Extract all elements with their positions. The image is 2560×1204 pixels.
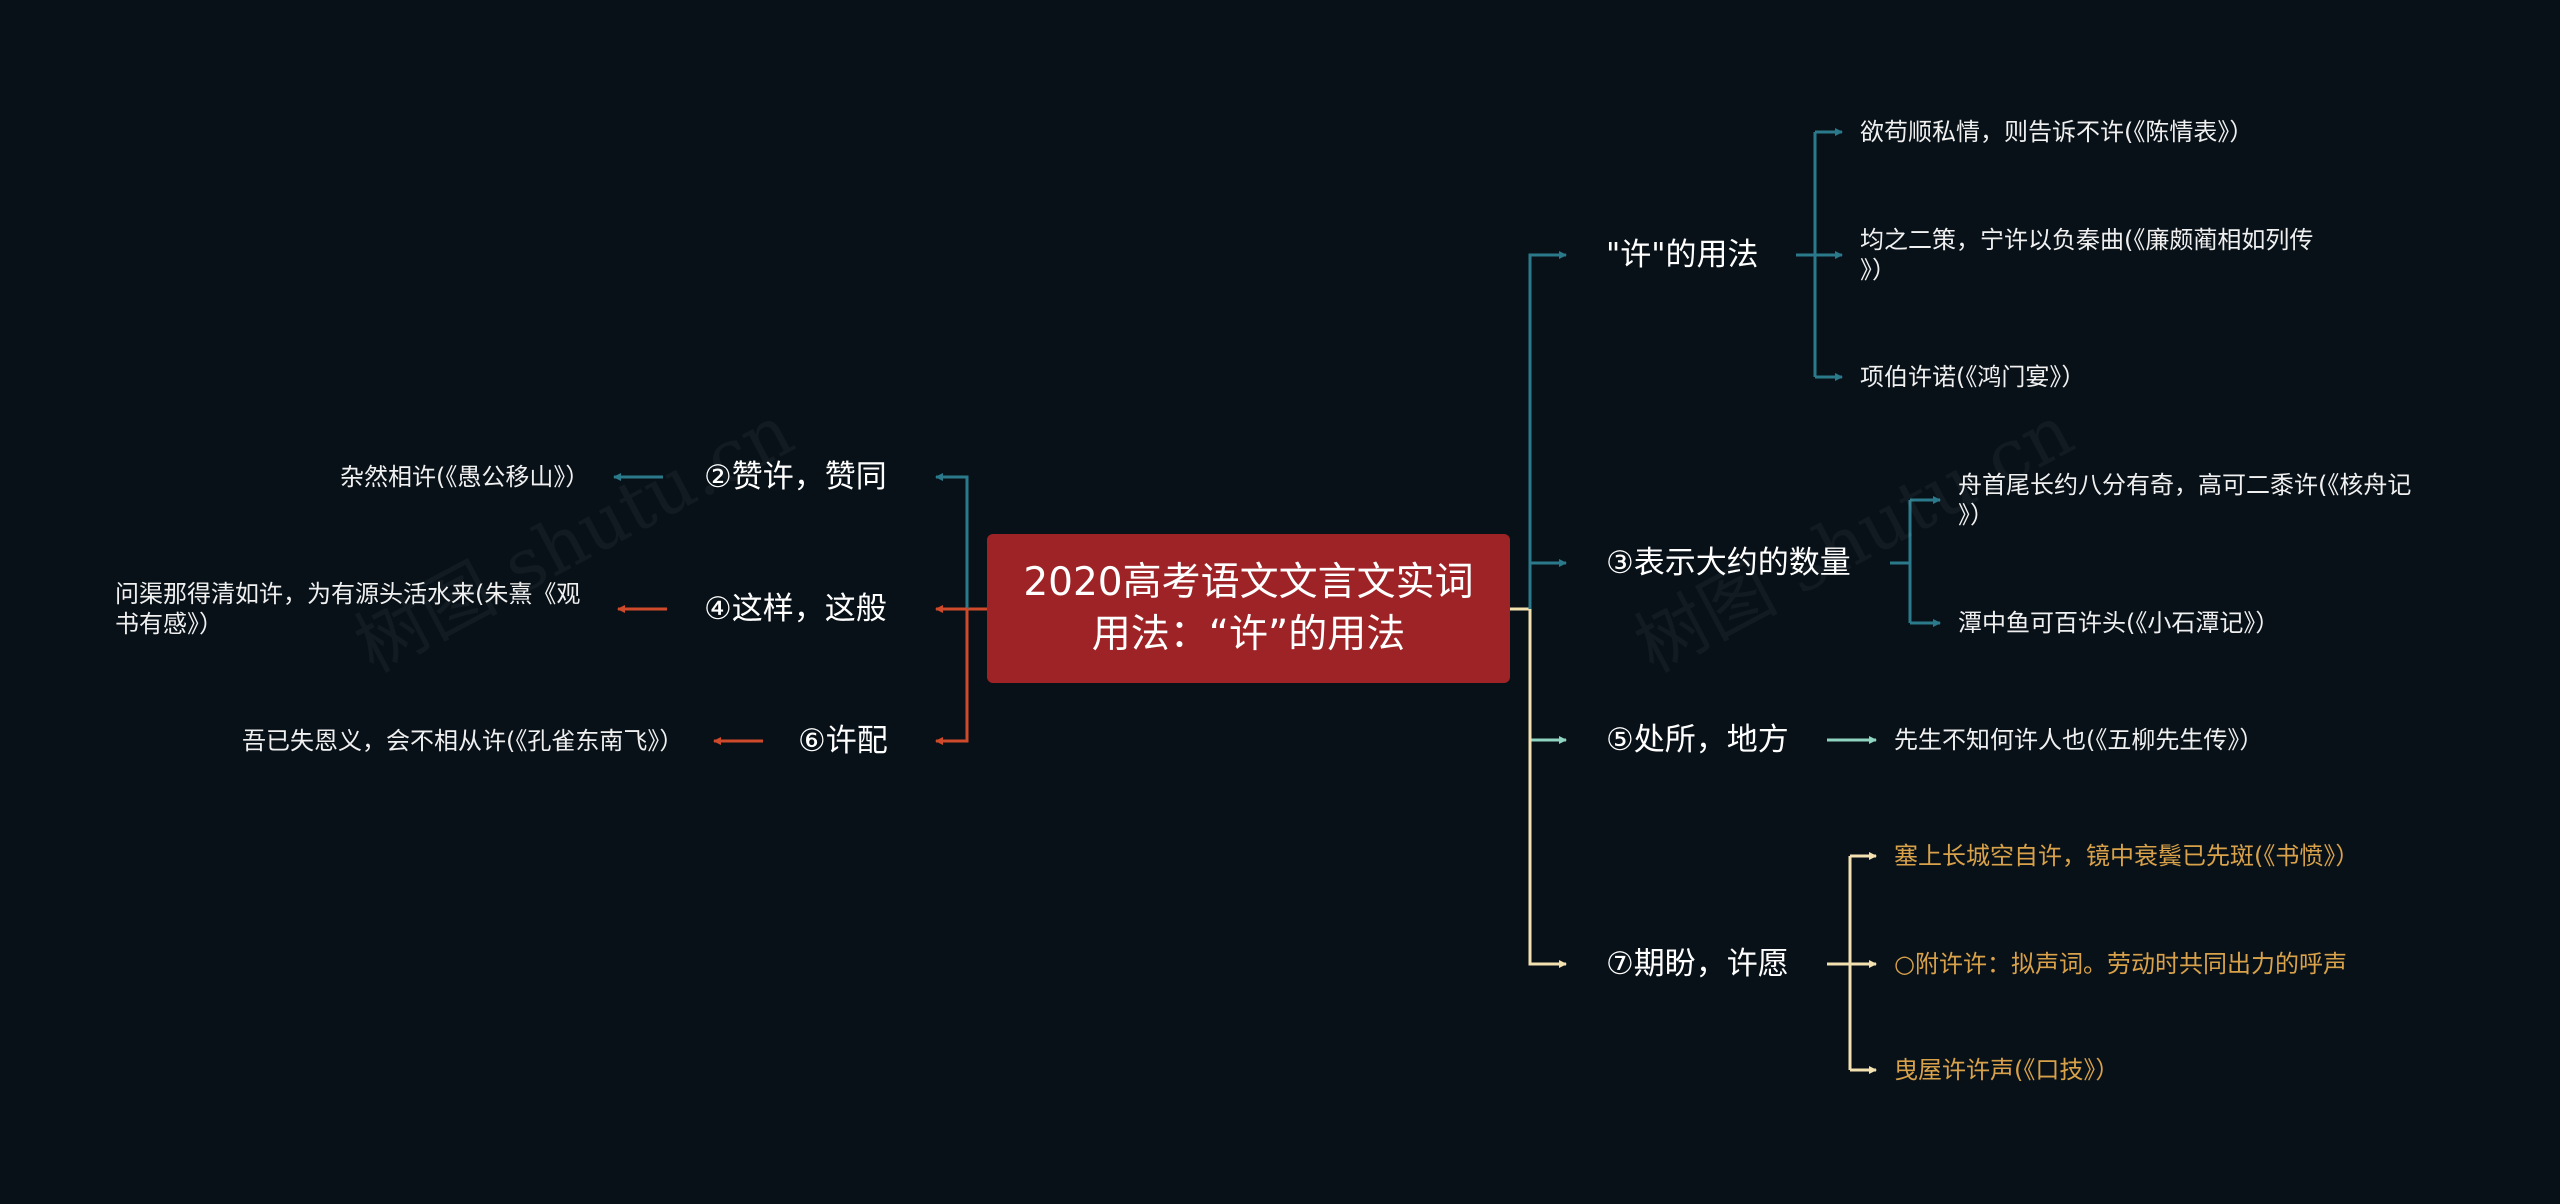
edge-b1-trunk	[1796, 132, 1817, 377]
leaf-hongmenyan[interactable]: 项伯许诺(《鸿门宴》）	[1860, 363, 2086, 391]
leaf-hezhouji-line-1: 舟首尾长约八分有奇，高可二黍许(《核舟记	[1958, 471, 2412, 499]
edge-to-b1	[1528, 251, 1567, 609]
leaf-hezhouji-line-2: 》）	[1958, 501, 1994, 529]
leaf-wuliu[interactable]: 先生不知何许人也(《五柳先生传》）	[1894, 726, 2264, 754]
branch-hope-wish[interactable]: ⑦期盼，许愿	[1606, 946, 1789, 982]
edge-b7-trunk	[1827, 856, 1852, 1070]
leaf-lianpo-line-2: 》）	[1860, 256, 1896, 284]
root-title-line-1: 2020高考语文文言文实词	[1023, 559, 1474, 605]
leaf-lianpo-line-1: 均之二策，宁许以负秦曲(《廉颇蔺相如列传	[1860, 226, 2314, 254]
root-title-line-2: 用法：“许”的用法	[1091, 611, 1406, 657]
branch-usage[interactable]: "许"的用法	[1606, 237, 1759, 273]
leaf-kongque[interactable]: 吾已失恩义，会不相从许(《孔雀东南飞》）	[242, 727, 684, 755]
branch-betroth[interactable]: ⑥许配	[798, 723, 888, 759]
leaf-yugong[interactable]: 杂然相许(《愚公移山》）	[340, 463, 590, 491]
leaf-onomatopoeia-note[interactable]: ○附许许：拟声词。劳动时共同出力的呼声	[1894, 950, 2347, 978]
branch-place[interactable]: ⑤处所，地方	[1606, 722, 1789, 758]
leaf-guanshu-line-1: 问渠那得清如许，为有源头活水来(朱熹《观	[115, 580, 581, 608]
leaf-guanshu[interactable]: 问渠那得清如许，为有源头活水来(朱熹《观 书有感》）	[115, 579, 580, 639]
leaf-xiaoshitan[interactable]: 潭中鱼可百许头(《小石潭记》）	[1958, 609, 2280, 637]
edge-to-b2	[935, 473, 969, 609]
branch-approve[interactable]: ②赞许，赞同	[704, 459, 887, 495]
branch-approx-quantity[interactable]: ③表示大约的数量	[1606, 545, 1851, 581]
edge-to-b7	[1528, 609, 1567, 968]
leaf-shufen[interactable]: 塞上长城空自许，镜中衰鬓已先斑(《书愤》）	[1894, 842, 2360, 870]
leaf-chenqingbiao[interactable]: 欲苟顺私情，则告诉不许(《陈情表》）	[1860, 118, 2254, 146]
edge-to-b6	[935, 609, 969, 745]
root-topic[interactable]: 2020高考语文文言文实词 用法：“许”的用法	[987, 534, 1510, 683]
edge-b3-trunk	[1890, 500, 1912, 623]
leaf-lianpo[interactable]: 均之二策，宁许以负秦曲(《廉颇蔺相如列传 》）	[1860, 225, 2313, 285]
leaf-kouji[interactable]: 曳屋许许声(《口技》）	[1894, 1056, 2120, 1084]
leaf-guanshu-line-2: 书有感》）	[115, 610, 223, 638]
branch-so-thus[interactable]: ④这样，这般	[704, 591, 887, 627]
leaf-hezhouji[interactable]: 舟首尾长约八分有奇，高可二黍许(《核舟记 》）	[1958, 470, 2411, 530]
